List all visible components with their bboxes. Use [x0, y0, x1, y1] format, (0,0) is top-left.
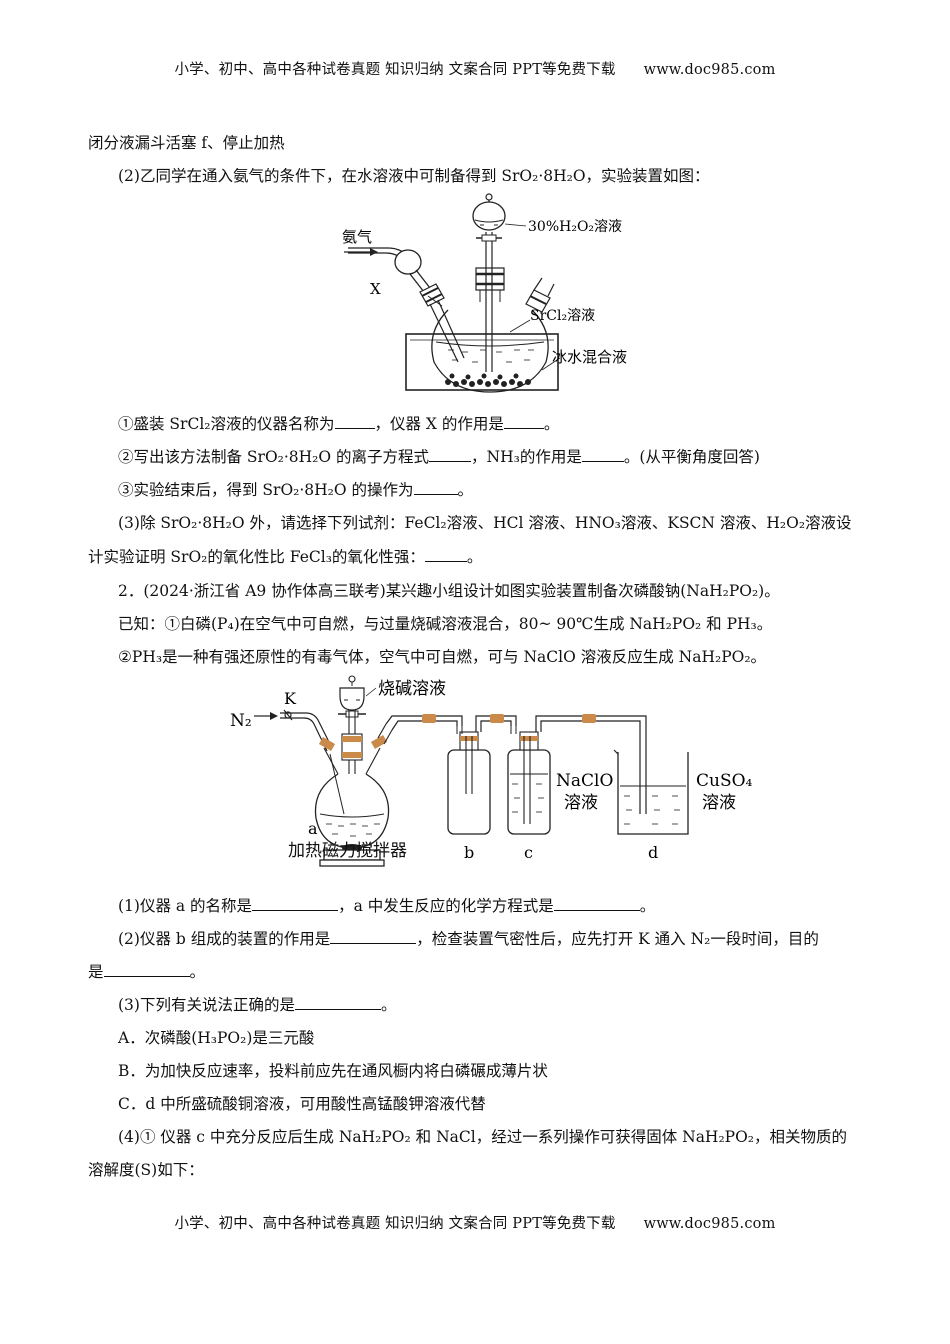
fig1-label-h2o2: 30%H₂O₂溶液	[528, 219, 622, 235]
fig2-beaker-d	[617, 752, 689, 835]
fig2-flask-a	[314, 773, 390, 849]
q1-continuation: 闭分液漏斗活塞 f、停止加热	[88, 134, 285, 152]
q1-sub2-text-a: ②写出该方法制备 SrO₂·8H₂O 的离子方程式	[118, 448, 430, 466]
q1-part2-text: (2)乙同学在通入氨气的条件下，在水溶液中可制备得到 SrO₂·8H₂O，实验装…	[118, 167, 710, 185]
q2-sub3-text-a: (3)下列有关说法正确的是	[118, 996, 295, 1014]
page-header: 小学、初中、高中各种试卷真题 知识归纳 文案合同 PPT等免费下载 www.doc…	[0, 58, 950, 79]
answer-blank[interactable]	[429, 447, 472, 462]
fig1-label-srcl2: SrCl₂溶液	[530, 308, 595, 324]
q2-sub1-text-c: 。	[639, 897, 656, 915]
answer-blank[interactable]	[413, 480, 458, 495]
header-url: www.doc985.com	[643, 62, 776, 78]
q2-sub1: (1)仪器 a 的名称是 ，a 中发生反应的化学方程式是 。	[118, 895, 655, 917]
q2-sub2-text-d: 。	[189, 963, 206, 981]
q1-part3-line2: 计实验证明 SrO₂的氧化性比 FeCl₃的氧化性强： 。	[88, 546, 482, 568]
answer-blank[interactable]	[424, 547, 467, 562]
q1-sub3-text-a: ③实验结束后，得到 SrO₂·8H₂O 的操作为	[118, 481, 414, 499]
header-text: 小学、初中、高中各种试卷真题 知识归纳 文案合同 PPT等免费下载	[174, 62, 616, 78]
fig1-dropping-funnel	[472, 201, 506, 231]
fig2-label-cuso4: CuSO₄	[696, 771, 753, 791]
q2-sub2-text-c: 是	[88, 963, 104, 981]
answer-blank[interactable]	[252, 896, 339, 911]
fig2-label-b: b	[464, 843, 474, 862]
q1-part3-line1: (3)除 SrO₂·8H₂O 外，请选择下列试剂：FeCl₂溶液、HCl 溶液、…	[118, 514, 852, 532]
q2-sub3-text-b: 。	[380, 996, 397, 1014]
q2-sub2: (2)仪器 b 组成的装置的作用是 ，检查装置气密性后，应先打开 K 通入 N₂一…	[118, 928, 819, 950]
figure-nah2po2-apparatus: N₂ K 烧碱溶液 a b	[230, 675, 753, 867]
fig2-label-a: a	[308, 819, 318, 838]
answer-blank[interactable]	[503, 414, 544, 429]
fig1-three-neck-flask	[431, 309, 549, 393]
q1-sub2: ②写出该方法制备 SrO₂·8H₂O 的离子方程式 ，NH₃的作用是 。(从平衡角度…	[118, 446, 760, 468]
answer-blank[interactable]	[103, 962, 190, 977]
fig2-label-d: d	[648, 843, 658, 862]
q1-sub3: ③实验结束后，得到 SrO₂·8H₂O 的操作为 。	[118, 479, 473, 501]
fig2-bottle-b	[447, 749, 491, 835]
q1-sub1-text-a: ①盛装 SrCl₂溶液的仪器名称为	[118, 415, 335, 433]
q1-sub3-text-b: 。	[457, 481, 474, 499]
answer-blank[interactable]	[334, 414, 375, 429]
q2-sub1-text-a: (1)仪器 a 的名称是	[118, 897, 253, 915]
q1-sub1-text-c: 。	[543, 415, 560, 433]
q1-sub1: ①盛装 SrCl₂溶液的仪器名称为 ，仪器 X 的作用是 。	[118, 413, 559, 435]
q2-sub2-cont: 是。	[88, 961, 205, 983]
q2-title: 2．(2024·浙江省 A9 协作体高三联考)某兴趣小组设计如图实验装置制备次磷…	[118, 582, 780, 600]
fig1-label-icewater: 冰水混合液	[552, 348, 627, 366]
fig1-label-x: X	[370, 280, 381, 298]
fig2-label-c: c	[524, 843, 533, 862]
q1-sub2-text-b: ，NH₃的作用是	[471, 448, 582, 466]
q1-sub1-text-b: ，仪器 X 的作用是	[374, 415, 504, 433]
q2-option-a: A．次磷酸(H₃PO₂)是三元酸	[118, 1029, 315, 1047]
q2-sub3: (3)下列有关说法正确的是 。	[118, 994, 396, 1016]
q2-sub4-line2: 溶解度(S)如下：	[88, 1161, 204, 1179]
fig2-label-k: K	[284, 689, 297, 708]
fig2-label-stirrer: 加热磁力搅拌器	[288, 841, 407, 861]
fig2-bottle-c	[507, 749, 551, 835]
q2-option-b: B．为加快反应速率，投料前应先在通风橱内将白磷碾成薄片状	[118, 1062, 548, 1080]
answer-blank[interactable]	[581, 447, 624, 462]
fig1-drying-bulb	[394, 249, 422, 275]
fig1-ice-bath	[405, 333, 559, 391]
q1-part3-text: 计实验证明 SrO₂的氧化性比 FeCl₃的氧化性强：	[88, 548, 425, 566]
figure-srO2-apparatus: 氨气 X 30%H₂O₂溶液 SrCl₂溶液	[342, 193, 627, 393]
q2-known-2: ②PH₃是一种有强还原性的有毒气体，空气中可自燃，可与 NaClO 溶液反应生成…	[118, 648, 767, 666]
q1-part3-end: 。	[466, 548, 483, 566]
q1-sub2-text-c: 。(从平衡角度回答)	[623, 448, 760, 466]
fig2-label-naclo-solution: 溶液	[564, 793, 598, 813]
fig2-dropping-funnel	[339, 687, 365, 711]
q2-sub4-line1: (4)① 仪器 c 中充分反应后生成 NaH₂PO₂ 和 NaCl，经过一系列操…	[118, 1128, 848, 1146]
q2-known-1: 已知：①白磷(P₄)在空气中可自燃，与过量烧碱溶液混合，80~ 90℃生成 Na…	[118, 615, 773, 633]
answer-blank[interactable]	[330, 929, 417, 944]
q2-option-c: C．d 中所盛硫酸铜溶液，可用酸性高锰酸钾溶液代替	[118, 1095, 486, 1113]
fig2-label-naclo: NaClO	[556, 771, 613, 791]
fig2-label-n2: N₂	[230, 711, 252, 731]
fig2-label-cuso4-solution: 溶液	[702, 793, 736, 813]
footer-text: 小学、初中、高中各种试卷真题 知识归纳 文案合同 PPT等免费下载	[174, 1216, 616, 1232]
answer-blank[interactable]	[553, 896, 640, 911]
fig2-label-naoh: 烧碱溶液	[378, 679, 446, 699]
answer-blank[interactable]	[294, 995, 381, 1010]
q2-sub1-text-b: ，a 中发生反应的化学方程式是	[338, 897, 554, 915]
fig1-label-ammonia: 氨气	[342, 228, 372, 246]
footer-url: www.doc985.com	[643, 1216, 776, 1232]
q2-sub2-text-a: (2)仪器 b 组成的装置的作用是	[118, 930, 331, 948]
q2-sub2-text-b: ，检查装置气密性后，应先打开 K 通入 N₂一段时间，目的	[416, 930, 819, 948]
page-footer: 小学、初中、高中各种试卷真题 知识归纳 文案合同 PPT等免费下载 www.doc…	[0, 1212, 950, 1233]
